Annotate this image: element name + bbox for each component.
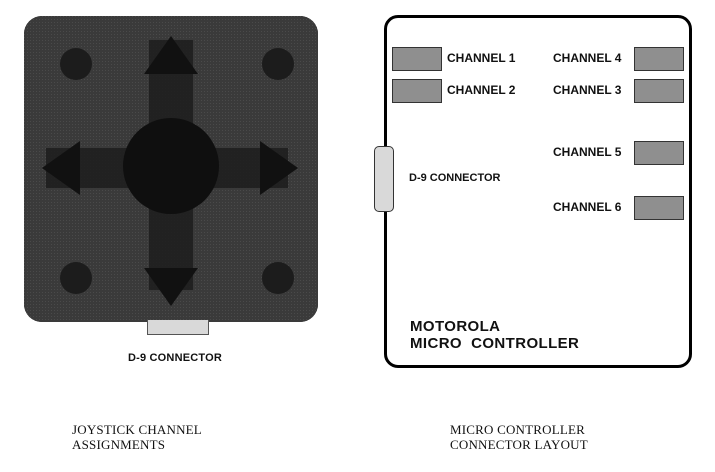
joystick-caption: JOYSTICK CHANNEL ASSIGNMENTS (72, 422, 202, 452)
arrow-down-icon (144, 268, 198, 306)
micro-controller-name-line2: MICRO CONTROLLER (410, 335, 580, 352)
channel-5-pad (634, 141, 684, 165)
micro-controller-connector-label: D-9 CONNECTOR (409, 172, 501, 184)
joystick-corner-dot (60, 48, 92, 80)
joystick-connector-label: D-9 CONNECTOR (127, 352, 223, 364)
channel-4-pad (634, 47, 684, 71)
channel-2-pad (392, 79, 442, 103)
joystick-center-disk (123, 118, 219, 214)
channel-3-pad (634, 79, 684, 103)
channel-1-label: CHANNEL 1 (447, 51, 516, 65)
channel-6-label: CHANNEL 6 (553, 200, 622, 214)
joystick-corner-dot (60, 262, 92, 294)
channel-4-label: CHANNEL 4 (553, 51, 622, 65)
joystick-graphics (24, 16, 318, 322)
arrow-left-icon (42, 141, 80, 195)
micro-controller-name: MOTOROLA MICRO CONTROLLER (410, 318, 579, 352)
micro-controller-box (384, 15, 692, 368)
joystick-corner-dot (262, 262, 294, 294)
micro-controller-caption: MICRO CONTROLLER CONNECTOR LAYOUT (450, 422, 588, 452)
joystick-body (24, 16, 318, 322)
micro-controller-caption-line1: MICRO CONTROLLER (450, 422, 586, 437)
channel-2-label: CHANNEL 2 (447, 83, 516, 97)
joystick-d9-connector (147, 320, 209, 335)
channel-5-label: CHANNEL 5 (553, 145, 622, 159)
joystick-caption-line2: ASSIGNMENTS (72, 437, 166, 452)
joystick-caption-line1: JOYSTICK CHANNEL (72, 422, 202, 437)
micro-controller-name-line1: MOTOROLA (410, 318, 501, 335)
channel-6-pad (634, 196, 684, 220)
arrow-up-icon (144, 36, 198, 74)
arrow-right-icon (260, 141, 298, 195)
micro-controller-caption-line2: CONNECTOR LAYOUT (450, 437, 588, 452)
joystick-corner-dot (262, 48, 294, 80)
micro-controller-d9-connector (374, 146, 394, 212)
channel-3-label: CHANNEL 3 (553, 83, 622, 97)
channel-1-pad (392, 47, 442, 71)
